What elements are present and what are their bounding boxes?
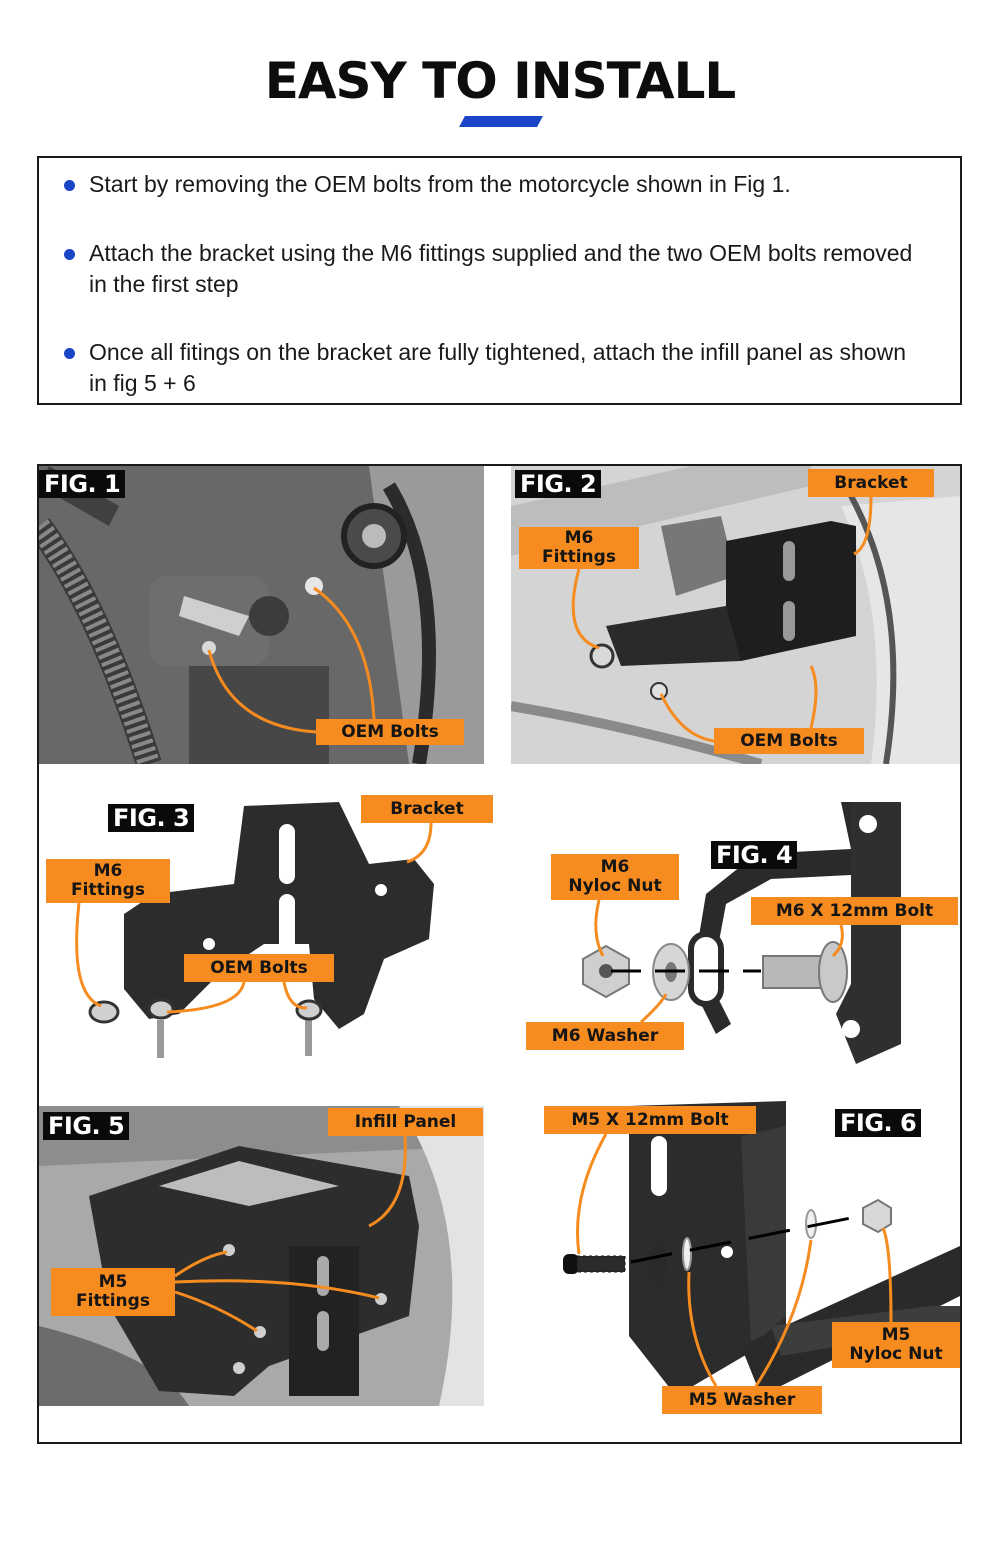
m5-fittings-callout: M5 Fittings <box>51 1268 175 1316</box>
fig2-leader-lines <box>571 496 873 743</box>
fig4-leader-lines <box>594 899 844 1024</box>
figure-3: FIG. 3 Bracket M6 Fittings OEM Bolts <box>39 784 501 1084</box>
m6-fittings-callout: M6 Fittings <box>519 527 639 569</box>
fig3-leader-lines <box>75 822 433 1014</box>
instruction-step-text: Attach the bracket using the M6 fittings… <box>89 240 913 297</box>
fig4-tag: FIG. 4 <box>711 841 798 869</box>
figure-6: FIG. 6 M5 X 12mm Bolt M5 Nyloc Nut M5 Wa… <box>511 1096 960 1416</box>
m5-washer-callout: M5 Washer <box>662 1386 822 1414</box>
figure-2: FIG. 2 Bracket M6 Fittings OEM Bolts <box>511 466 960 764</box>
oem-bolts-callout: OEM Bolts <box>184 954 334 982</box>
fig5-tag: FIG. 5 <box>43 1112 130 1140</box>
instruction-step-text: Start by removing the OEM bolts from the… <box>89 171 791 197</box>
bullet-icon <box>64 180 75 191</box>
m6-washer-callout: M6 Washer <box>526 1022 684 1050</box>
fig2-bracket-photo <box>511 466 960 764</box>
page-title: EASY TO INSTALL <box>264 52 737 110</box>
instruction-step-1: Start by removing the OEM bolts from the… <box>64 169 919 200</box>
instruction-step-text: Once all fitings on the bracket are full… <box>89 339 906 396</box>
figure-4: FIG. 4 M6 Nyloc Nut M6 X 12mm Bolt M6 Wa… <box>511 784 960 1084</box>
bracket-callout: Bracket <box>808 469 934 497</box>
m6-bolt-callout: M6 X 12mm Bolt <box>751 897 958 925</box>
m6-nyloc-nut-callout: M6 Nyloc Nut <box>551 854 679 900</box>
oem-bolts-callout: OEM Bolts <box>714 728 864 754</box>
fig5-infill-panel-photo <box>39 1106 484 1406</box>
title-underline <box>459 116 543 127</box>
oem-bolts-callout: OEM Bolts <box>316 719 464 745</box>
fig3-tag: FIG. 3 <box>108 804 195 832</box>
bullet-icon <box>64 348 75 359</box>
figure-1: FIG. 1 OEM Bolts <box>39 466 484 764</box>
figure-5: FIG. 5 Infill Panel M5 Fittings <box>39 1106 484 1406</box>
fig6-leader-lines <box>576 1133 893 1387</box>
m5-bolt-callout: M5 X 12mm Bolt <box>544 1106 756 1134</box>
instruction-step-3: Once all fitings on the bracket are full… <box>64 337 919 399</box>
bullet-icon <box>64 249 75 260</box>
fig2-tag: FIG. 2 <box>515 470 602 498</box>
fig5-leader-lines <box>174 1135 407 1333</box>
fig4-hardware-illustration <box>582 802 901 1064</box>
infill-panel-callout: Infill Panel <box>328 1108 483 1136</box>
fig1-leader-lines <box>207 586 376 734</box>
bracket-callout: Bracket <box>361 795 493 823</box>
fig6-hardware-illustration <box>563 1101 960 1396</box>
m5-nyloc-nut-callout: M5 Nyloc Nut <box>832 1322 960 1368</box>
instructions-box: Start by removing the OEM bolts from the… <box>37 156 962 405</box>
figures-panel: FIG. 1 OEM Bolts FIG. 2 Bracket M6 Fitti… <box>37 464 962 1444</box>
instruction-step-2: Attach the bracket using the M6 fittings… <box>64 238 919 300</box>
fig1-tag: FIG. 1 <box>39 470 126 498</box>
fig6-tag: FIG. 6 <box>835 1109 922 1137</box>
m6-fittings-callout: M6 Fittings <box>46 859 170 903</box>
